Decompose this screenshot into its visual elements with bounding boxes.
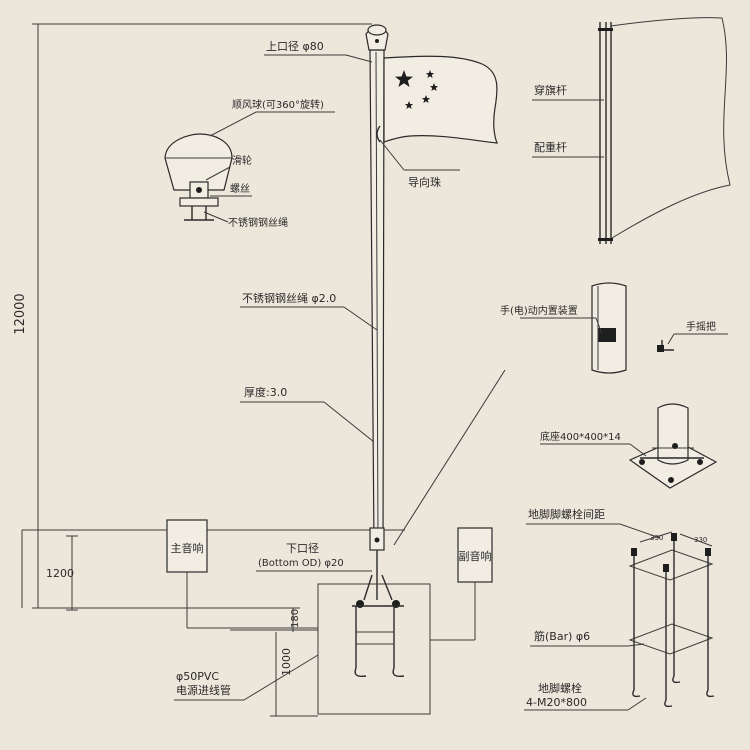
stainless-rope-label: 不锈钢钢丝绳 φ2.0 bbox=[242, 291, 336, 305]
guide-bead-label: 导向珠 bbox=[408, 175, 441, 189]
speaker-wiring: 主音响 副音响 1200 下口径 (Bottom OD) φ20 bbox=[21, 369, 506, 641]
dim-330a-label: 330 bbox=[650, 534, 663, 542]
foundation: 180 1000 φ50PVC 电源进线管 bbox=[174, 583, 431, 717]
bolt-spacing-label: 地脚脚螺栓间距 bbox=[528, 507, 605, 521]
height-1000-label: 1000 bbox=[280, 648, 293, 676]
bottom-od-cn-label: 下口径 bbox=[286, 542, 319, 555]
pvc-label-1: φ50PVC bbox=[176, 670, 219, 683]
sub-speaker-box bbox=[457, 527, 493, 583]
stainless-rope-callout: 不锈钢钢丝绳 φ2.0 bbox=[240, 291, 378, 331]
base-plate-detail: 底座400*400*14 bbox=[540, 403, 718, 489]
counterweight-rod-label: 配重杆 bbox=[534, 140, 567, 154]
top-diameter-label: 上口径 φ80 bbox=[266, 40, 324, 53]
height-total-label: 12000 bbox=[13, 293, 28, 334]
thickness-label: 厚度:3.0 bbox=[244, 385, 287, 399]
main-speaker-label: 主音响 bbox=[171, 541, 204, 555]
pvc-label-2: 电源进线管 bbox=[176, 683, 231, 697]
anchor-bolt-label-1: 地脚螺栓 bbox=[538, 681, 582, 695]
flag-rod-detail: 穿旗杆 配重杆 bbox=[532, 17, 731, 244]
bar-label: 筋(Bar) φ6 bbox=[534, 629, 590, 643]
thickness-callout: 厚度:3.0 bbox=[240, 385, 375, 443]
star-icon bbox=[395, 70, 439, 109]
manual-device-detail: 手(电)动内置装置 手摇把 bbox=[500, 282, 728, 374]
guide-bead-callout: 导向珠 bbox=[379, 139, 460, 189]
anchor-bolt-detail: 地脚脚螺栓间距 330 330 筋(Bar) φ6 地脚螺栓 4-M20*800 bbox=[524, 507, 715, 711]
manual-device-label: 手(电)动内置装置 bbox=[500, 304, 578, 317]
wind-ball-detail: 顺风球(可360°旋转) 滑轮 螺丝 不锈钢钢丝绳 bbox=[164, 98, 335, 229]
flag bbox=[376, 55, 498, 144]
hand-crank-label: 手摇把 bbox=[686, 320, 716, 333]
flagpole bbox=[352, 24, 404, 608]
wind-ball-label: 顺风球(可360°旋转) bbox=[232, 98, 324, 111]
anchor-bolt-label-2: 4-M20*800 bbox=[526, 696, 587, 709]
dim-330b-label: 330 bbox=[694, 536, 707, 544]
stainless-rope-small-label: 不锈钢钢丝绳 bbox=[228, 216, 288, 229]
bottom-od-en-label: (Bottom OD) φ20 bbox=[258, 558, 344, 569]
flag-rod-label: 穿旗杆 bbox=[534, 83, 567, 97]
base-plate-label: 底座400*400*14 bbox=[540, 430, 621, 443]
height-180-label: 180 bbox=[290, 609, 301, 628]
height-1200-label: 1200 bbox=[46, 567, 74, 580]
thread-label: 螺丝 bbox=[230, 183, 250, 195]
pulley-label: 滑轮 bbox=[232, 154, 252, 167]
height-dimension: 12000 bbox=[13, 23, 372, 609]
top-diameter-callout: 上口径 φ80 bbox=[264, 40, 373, 63]
sub-speaker-label: 副音响 bbox=[459, 549, 492, 563]
